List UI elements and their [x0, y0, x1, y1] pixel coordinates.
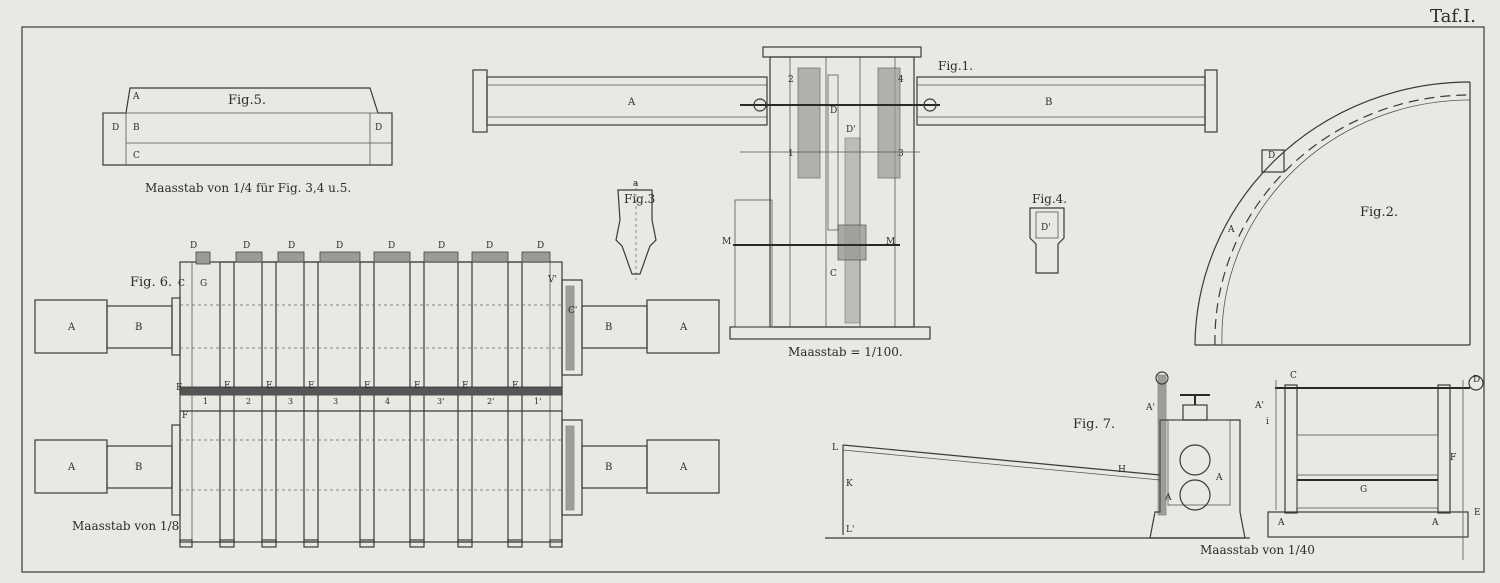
- fig6-letter-a-lr: A: [679, 462, 688, 473]
- fig6-letter-c-prime: C': [568, 306, 577, 316]
- fig6-d-4: D: [336, 241, 343, 251]
- fig7-letter-a-prime-2: A': [1254, 401, 1264, 411]
- fig5-letter-d2: D: [375, 123, 382, 133]
- fig6-letter-a-ur: A: [679, 322, 688, 333]
- fig6-e-4: E: [364, 381, 371, 391]
- fig7-letter-l: L: [832, 443, 838, 453]
- fig1-label: Fig.1.: [938, 59, 973, 73]
- fig6-letter-c: C: [178, 279, 185, 289]
- fig7-letter-a-1: A: [1215, 473, 1223, 483]
- fig2: D A Fig.2.: [1194, 81, 1471, 346]
- fig6-roll-2: 2: [246, 397, 251, 406]
- fig1-num-3: 3: [898, 149, 904, 159]
- fig7-letter-f: F: [1450, 453, 1456, 463]
- plate-title: Taf.I.: [1430, 6, 1476, 27]
- fig6-letter-g: G: [200, 279, 207, 289]
- fig5: Fig.5. A B C D D Maasstab von 1/4 für Fi…: [102, 87, 393, 195]
- fig6-d-8: D: [537, 241, 544, 251]
- fig6: Fig. 6. A B A B B A B A C G F E C' V' D …: [34, 241, 720, 548]
- fig1-num-2: 2: [788, 75, 794, 85]
- fig1: A B C D D' M M 1 2 3 4 Fig.1. Maasstab =…: [472, 46, 1218, 359]
- fig4-letter-d: D': [1041, 223, 1051, 233]
- fig6-letter-b-ul: B: [135, 322, 142, 333]
- fig1-num-4: 4: [898, 75, 904, 85]
- fig7-letter-l-prime: L': [846, 525, 854, 535]
- fig1-letter-m-right: M: [886, 237, 895, 247]
- fig6-roll-7: 2': [487, 397, 494, 406]
- fig6-d-6: D: [438, 241, 445, 251]
- fig6-letter-b-lr: B: [605, 462, 612, 473]
- fig6-letter-b-ll: B: [135, 462, 142, 473]
- fig6-label: Fig. 6.: [130, 275, 172, 290]
- fig4-label: Fig.4.: [1032, 192, 1067, 206]
- fig3-letter-a: a: [633, 179, 639, 189]
- fig5-letter-b: B: [133, 123, 140, 133]
- fig6-letter-a-ll: A: [67, 462, 76, 473]
- fig5-letter-c: C: [133, 151, 140, 161]
- fig6-letter-f: F: [182, 411, 188, 421]
- fig6-e-1: E: [224, 381, 231, 391]
- fig6-e-3: E: [308, 381, 315, 391]
- fig1-letter-a: A: [627, 97, 636, 108]
- fig5-letter-a: A: [132, 92, 140, 102]
- fig3-label: Fig.3: [624, 192, 655, 206]
- fig5-letter-d1: D: [112, 123, 119, 133]
- fig1-letter-d-prime: D': [846, 125, 856, 135]
- fig2-letter-d: D: [1268, 151, 1275, 161]
- fig7-letter-c: C: [1290, 371, 1297, 381]
- fig6-roll-4: 3: [333, 397, 338, 406]
- fig6-roll-5: 4: [385, 397, 390, 406]
- fig1-letter-d: D: [830, 106, 837, 116]
- fig7-label: Fig. 7.: [1073, 417, 1115, 432]
- fig7-scale: Maasstab von 1/40: [1200, 543, 1315, 557]
- fig7-letter-e: E: [1474, 508, 1481, 518]
- fig6-d-3: D: [288, 241, 295, 251]
- fig5-label: Fig.5.: [228, 93, 266, 108]
- fig6-scale: Maasstab von 1/8: [72, 519, 179, 533]
- fig6-e-7: E: [512, 381, 519, 391]
- fig7-letter-g: G: [1360, 485, 1367, 495]
- fig6-roll-3: 3: [288, 397, 293, 406]
- fig6-d-5: D: [388, 241, 395, 251]
- fig6-e-5: E: [414, 381, 421, 391]
- fig6-d-1: D: [190, 241, 197, 251]
- fig3: a Fig.3: [615, 179, 657, 280]
- fig6-letter-b-ur: B: [605, 322, 612, 333]
- fig6-roll-8: 1': [534, 397, 541, 406]
- fig6-roll-1: 1: [203, 397, 208, 406]
- fig1-scale: Maasstab = 1/100.: [788, 345, 903, 359]
- fig6-d-2: D: [243, 241, 250, 251]
- fig7-letter-a-2: A: [1164, 493, 1172, 503]
- fig2-letter-a: A: [1227, 225, 1235, 235]
- fig2-label: Fig.2.: [1360, 205, 1398, 220]
- fig6-letter-a-ul: A: [67, 322, 76, 333]
- fig7-letter-i: i: [1266, 417, 1269, 427]
- fig6-e-6: E: [462, 381, 469, 391]
- fig7-letter-d: D: [1473, 375, 1480, 385]
- fig6-letter-v-prime: V': [547, 275, 557, 285]
- fig7: L K L' H A A A' Fig. 7. C D E F G i A: [825, 371, 1484, 560]
- fig7-letter-a-4: A: [1431, 518, 1439, 528]
- fig6-letter-e-left: E: [176, 383, 183, 393]
- fig4: Fig.4. D': [1029, 192, 1067, 274]
- fig1-num-1: 1: [788, 149, 794, 159]
- fig7-letter-a-prime: A': [1145, 403, 1155, 413]
- plate-border: [21, 26, 1485, 573]
- fig7-letter-h: H: [1118, 465, 1126, 475]
- fig1-letter-m-left: M: [722, 237, 731, 247]
- fig1-letter-b: B: [1045, 97, 1052, 108]
- fig6-d-letters: D D D D D D D D: [190, 241, 544, 251]
- fig7-letter-a-3: A: [1277, 518, 1285, 528]
- fig6-d-7: D: [486, 241, 493, 251]
- fig6-e-2: E: [266, 381, 273, 391]
- fig5-scale: Maasstab von 1/4 für Fig. 3,4 u.5.: [145, 181, 351, 195]
- fig1-letter-c: C: [830, 269, 837, 279]
- fig7-letter-k: K: [846, 479, 853, 489]
- fig6-roll-6: 3': [437, 397, 444, 406]
- fig6-roll-numbers: 1 2 3 3 4 3' 2' 1': [203, 397, 541, 406]
- fig6-e-letters: E E E E E E E: [224, 381, 519, 391]
